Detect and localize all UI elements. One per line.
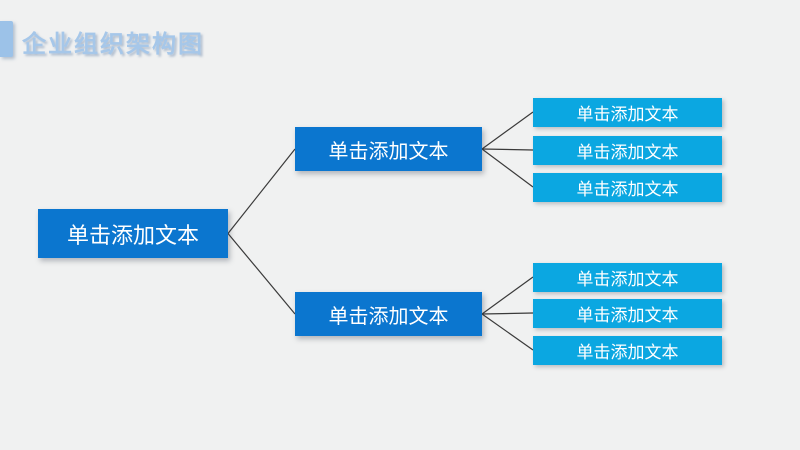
page-title: 企业组织架构图 <box>22 31 204 58</box>
org-leaf-node-1-2[interactable]: 单击添加文本 <box>533 136 722 165</box>
org-leaf-node-1-3[interactable]: 单击添加文本 <box>533 173 722 202</box>
connector-branch2-leaf2 <box>481 312 534 315</box>
connector-root-branch2 <box>227 233 296 315</box>
connector-branch1-leaf3 <box>481 148 534 188</box>
connector-root-branch1 <box>227 148 296 234</box>
org-branch-node-2[interactable]: 单击添加文本 <box>295 292 482 336</box>
org-leaf-node-2-3[interactable]: 单击添加文本 <box>533 336 722 365</box>
connector-branch1-leaf1 <box>481 111 534 150</box>
connector-branch1-leaf2 <box>481 148 534 151</box>
connector-branch2-leaf3 <box>481 313 534 351</box>
org-root-node[interactable]: 单击添加文本 <box>38 209 228 258</box>
org-leaf-node-1-1[interactable]: 单击添加文本 <box>533 98 722 127</box>
org-leaf-node-2-2[interactable]: 单击添加文本 <box>533 299 722 328</box>
org-leaf-node-2-1[interactable]: 单击添加文本 <box>533 263 722 292</box>
title-accent-bar <box>0 21 13 57</box>
org-branch-node-1[interactable]: 单击添加文本 <box>295 127 482 171</box>
connector-branch2-leaf1 <box>481 276 534 315</box>
